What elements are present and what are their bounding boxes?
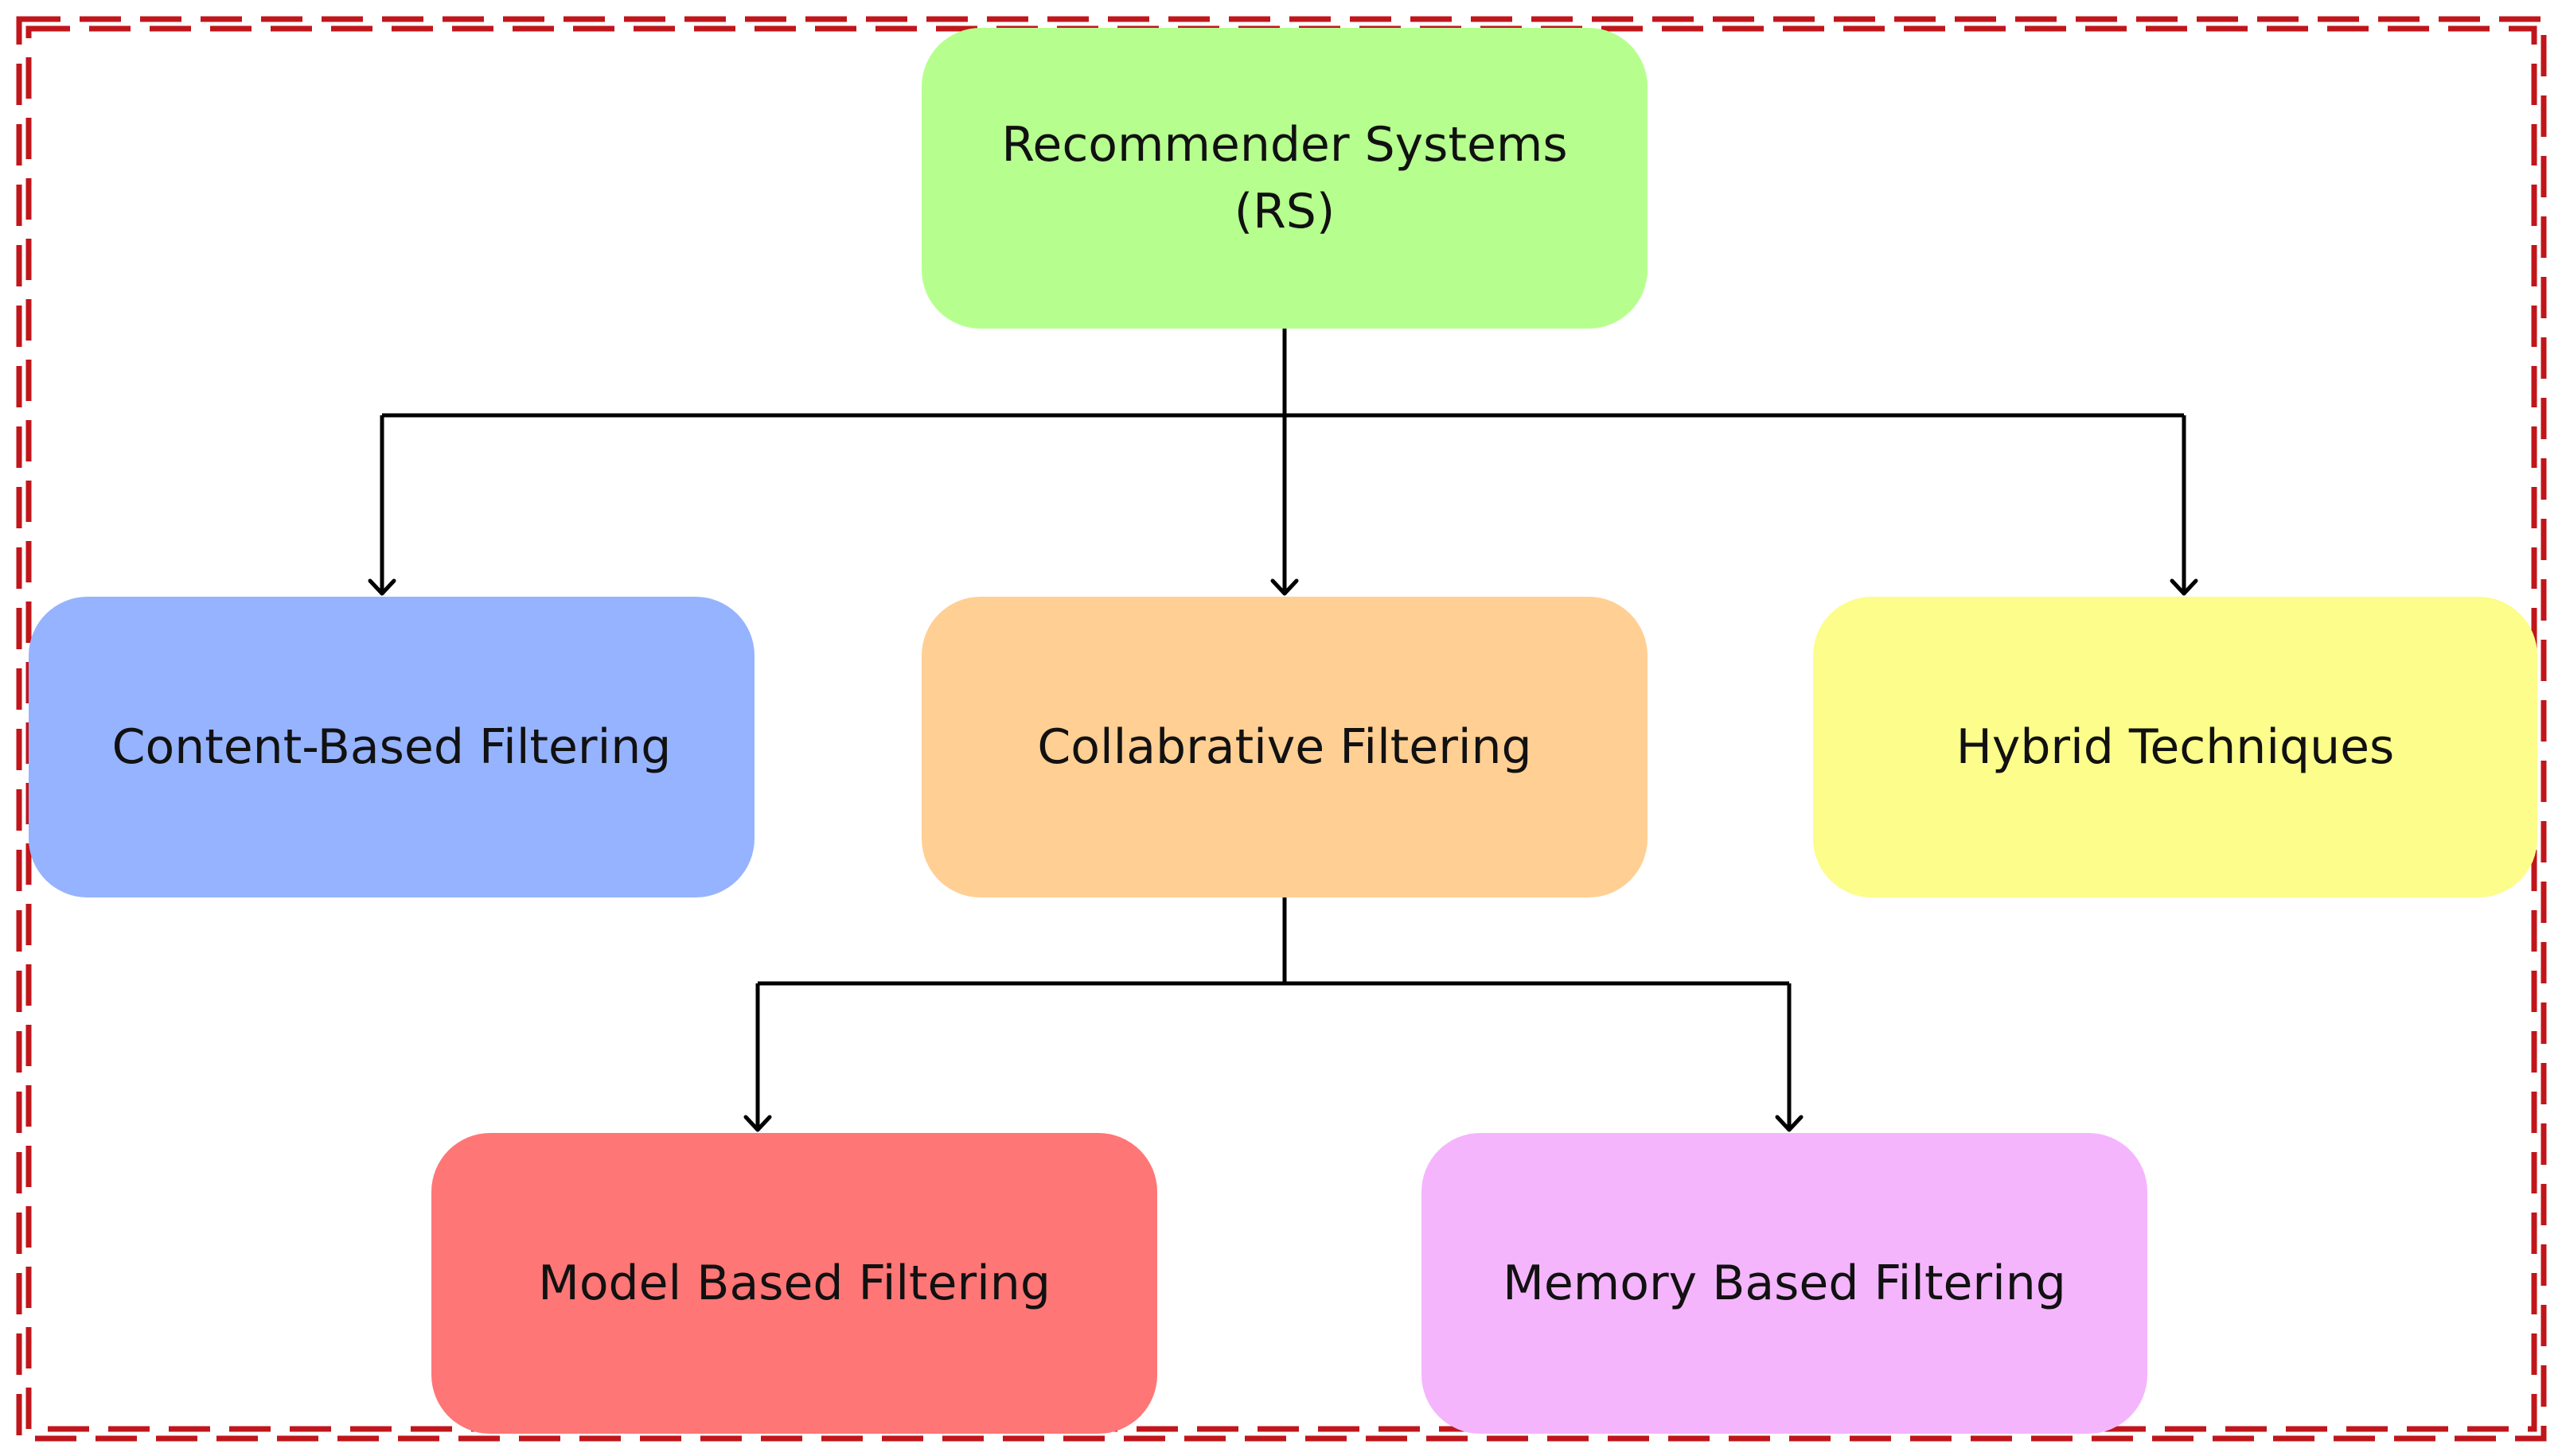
arrowhead-memory-based — [1775, 1115, 1804, 1132]
connectors — [380, 329, 2186, 1130]
arrowhead-hybrid — [2170, 578, 2198, 596]
node-content-based-filtering: Content-Based Filtering — [29, 597, 755, 897]
node-recommender-systems: Recommender Systems (RS) — [922, 28, 1648, 329]
node-model-based-filtering: Model Based Filtering — [431, 1133, 1157, 1434]
arrowhead-model-based — [743, 1115, 772, 1132]
arrowhead-content-based — [368, 578, 396, 596]
node-hybrid-techniques: Hybrid Techniques — [1813, 597, 2537, 897]
node-collaborative-filtering: Collabrative Filtering — [922, 597, 1648, 897]
node-memory-based-filtering: Memory Based Filtering — [1421, 1133, 2147, 1434]
arrowheads — [368, 578, 2198, 1132]
arrowhead-collaborative — [1270, 578, 1299, 596]
